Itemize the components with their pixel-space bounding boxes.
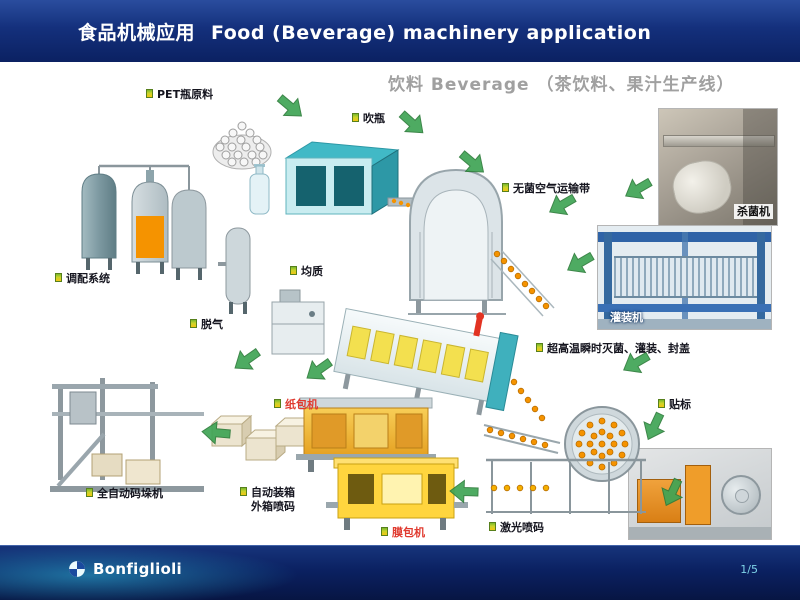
- bullet-icon: [290, 266, 297, 275]
- photo-label-filler: 灌装机: [610, 311, 643, 324]
- bottle-line-arch-to-filler: [490, 250, 555, 317]
- brand-name: Bonfiglioli: [93, 560, 182, 578]
- slide-footer: Bonfiglioli 1/5: [0, 545, 800, 600]
- title-chinese: 食品机械应用: [78, 21, 196, 44]
- photo-detail: [663, 135, 775, 147]
- label-laser-coder: 激光喷码: [489, 521, 544, 535]
- bullet-icon: [146, 89, 153, 98]
- bottom-conveyor: [486, 458, 646, 514]
- photo-detail: [637, 479, 681, 523]
- bullet-icon: [502, 183, 509, 192]
- label-sterile-air-conveyor: 无菌空气运输带: [502, 182, 590, 196]
- pet-bottle-illustration: [249, 164, 270, 215]
- film-wrapping-machine: [326, 457, 468, 530]
- photo-detail: [629, 527, 771, 539]
- label-homogenizer: 均质: [290, 265, 323, 279]
- bullet-icon: [489, 522, 496, 531]
- bonfiglioli-logo-icon: [69, 561, 85, 577]
- degassing-tank: [218, 227, 251, 314]
- label-paper-packer: 纸包机: [274, 398, 318, 412]
- bottle-line-tunnel-exit: [510, 378, 546, 422]
- photo-detail: [614, 256, 757, 298]
- bottle-feed-line: [483, 424, 561, 454]
- photo-detail: [685, 465, 711, 525]
- page-number: 1/5: [740, 563, 758, 576]
- bullet-icon: [190, 319, 197, 328]
- transfer-conveyor: [387, 197, 417, 208]
- label-uht-fill-cap: 超高温瞬时灭菌、灌装、封盖: [536, 342, 690, 356]
- diagram-area: 饮料 Beverage （茶饮料、果汁生产线） 杀菌机: [0, 62, 800, 545]
- label-pet-material: PET瓶原料: [146, 88, 213, 102]
- photo-label-sterilizer: 杀菌机: [734, 203, 773, 219]
- palletizer-machine: [50, 378, 204, 492]
- bullet-icon: [658, 399, 665, 408]
- sterilizer-photo: 杀菌机: [658, 108, 778, 226]
- slide-header: 食品机械应用 Food (Beverage) machinery applicat…: [0, 0, 800, 62]
- uht-tunnel-machine: [333, 308, 519, 416]
- air-conveyor-arch: [408, 168, 506, 315]
- photo-detail: [735, 489, 749, 503]
- bullet-icon: [381, 527, 388, 536]
- photo-detail: [721, 475, 761, 515]
- title-english: Food (Beverage) machinery application: [211, 21, 652, 44]
- mixing-tanks: [81, 164, 207, 280]
- bullet-icon: [352, 113, 359, 122]
- brand-logo: Bonfiglioli: [68, 560, 182, 578]
- label-auto-boxing: 自动装箱 外箱喷码: [240, 486, 295, 515]
- photo-detail: [757, 232, 765, 324]
- label-palletizer: 全自动码垛机: [86, 487, 163, 501]
- preform-pile: [212, 121, 272, 170]
- bullet-icon: [55, 273, 62, 282]
- labeling-machine-photo: [628, 448, 772, 540]
- diagram-subtitle: 饮料 Beverage （茶饮料、果汁生产线）: [388, 75, 735, 95]
- carton-boxes: [210, 414, 315, 462]
- label-blending-system: 调配系统: [55, 272, 110, 286]
- photo-detail: [598, 319, 771, 329]
- photo-detail: [604, 232, 612, 324]
- label-degasser: 脱气: [190, 318, 223, 332]
- photo-detail: [598, 304, 771, 312]
- label-labeling: 贴标: [658, 398, 691, 412]
- label-blow-bottle: 吹瓶: [352, 112, 385, 126]
- blow-molding-machine: [284, 141, 400, 215]
- bullet-icon: [240, 487, 247, 496]
- label-film-wrapper: 膜包机: [381, 526, 425, 540]
- bullet-icon: [86, 488, 93, 497]
- homogenizer-machine: [271, 289, 325, 355]
- filling-machine-photo: [597, 225, 772, 330]
- page-title: 食品机械应用 Food (Beverage) machinery applicat…: [78, 18, 651, 45]
- bullet-icon: [274, 399, 281, 408]
- photo-detail: [668, 155, 736, 219]
- bullet-icon: [536, 343, 543, 352]
